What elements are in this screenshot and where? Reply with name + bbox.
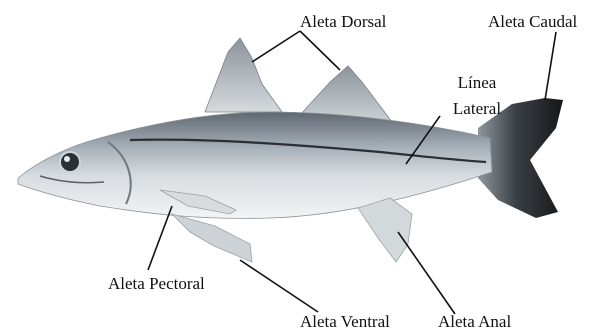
fish-body	[18, 112, 492, 218]
label-ventral-fin: Aleta Ventral	[300, 312, 390, 332]
ventral-fin	[172, 214, 252, 262]
label-lateral-line-word-1: Línea	[437, 70, 517, 96]
anal-fin	[358, 198, 412, 262]
label-lateral-line: Línea Lateral	[437, 70, 517, 122]
label-dorsal-fin: Aleta Dorsal	[300, 12, 386, 32]
fish-eye	[60, 152, 80, 172]
dorsal-fin-front	[205, 38, 282, 112]
label-pectoral-fin: Aleta Pectoral	[108, 274, 205, 294]
label-lateral-line-word-2: Lateral	[437, 96, 517, 122]
label-anal-fin: Aleta Anal	[438, 312, 511, 332]
label-caudal-fin: Aleta Caudal	[488, 12, 577, 32]
